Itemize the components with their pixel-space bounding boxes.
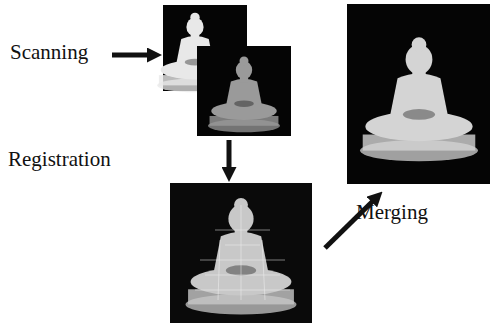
step-label: Merging — [356, 200, 428, 224]
step-label: Scanning — [10, 40, 88, 64]
flow-arrow — [227, 140, 232, 170]
merged-image — [347, 4, 490, 184]
registered-image — [170, 183, 312, 323]
scan-image — [197, 46, 291, 136]
flow-arrow — [112, 53, 150, 58]
step-label: Registration — [8, 147, 111, 171]
